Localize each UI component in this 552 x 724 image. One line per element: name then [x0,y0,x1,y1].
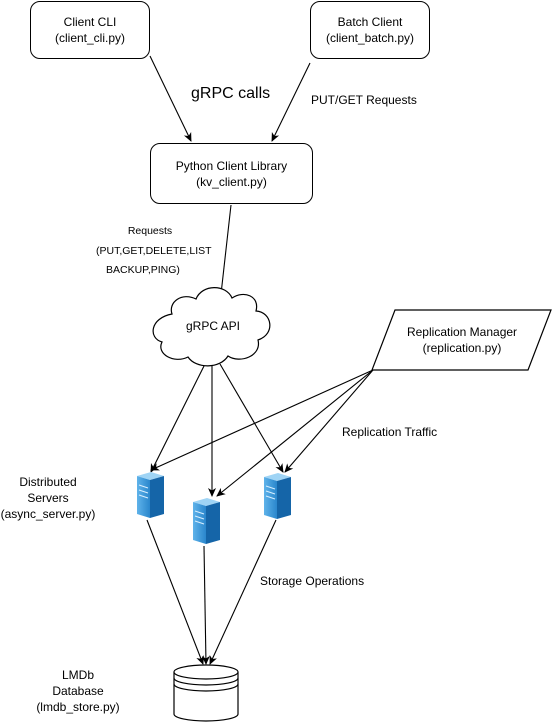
client-library-box: Python Client Library (kv_client.py) [150,143,313,204]
edge-cli-to-library [149,55,192,142]
client-library-file: (kv_client.py) [196,174,267,189]
edge-replication-to-server1 [150,369,374,471]
client-cli-file: (client_cli.py) [54,31,126,45]
replication-manager-shape [371,309,552,371]
edge-server1-to-database [146,519,204,665]
edge-server3-to-database [209,519,277,665]
batch-client-box: Batch Client (client_batch.py) [310,1,430,59]
database-label: LMDb Database (lmdb_store.py) [28,667,128,715]
batch-client-file: (client_batch.py) [325,31,415,45]
grpc-calls-label: gRPC calls [191,85,271,102]
replication-manager-title: Replication Manager [406,325,518,339]
edge-server2-to-database [201,545,210,665]
put-get-requests-label: PUT/GET Requests [311,93,417,107]
client-cli-box: Client CLI (client_cli.py) [30,1,150,59]
database-cylinder-icon [173,664,239,722]
servers-label: Distributed Servers (async_server.py) [0,474,96,522]
requests-title-label: Requests [127,225,173,237]
storage-operations-label: Storage Operations [260,574,365,588]
server-icon [193,498,220,544]
edge-replication-to-server3 [284,369,374,473]
batch-client-title: Batch Client [337,15,403,29]
requests-line2-label: BACKUP,PING) [106,264,180,276]
servers-label-line3: (async_server.py) [0,507,96,521]
replication-manager-file: (replication.py) [422,341,502,355]
server-icon [264,473,291,519]
server-icon [137,472,164,518]
edge-library-to-grpc [216,204,232,304]
grpc-api-cloud-shape [152,287,271,367]
database-label-line1: LMDb [61,668,94,682]
grpc-api-label: gRPC API [185,319,241,333]
replication-traffic-label: Replication Traffic [342,425,438,439]
edge-grpc-to-server1 [150,363,206,473]
client-cli-title: Client CLI [63,15,117,29]
database-label-line2: Database [52,684,104,698]
requests-line1-label: (PUT,GET,DELETE,LIST [96,245,212,257]
servers-label-line1: Distributed [19,475,77,489]
edge-replication-to-server2 [216,369,374,497]
servers-label-line2: Servers [27,491,69,505]
database-label-line3: (lmdb_store.py) [36,700,120,714]
edges [146,55,374,665]
edge-grpc-to-server3 [219,363,284,473]
client-library-title: Python Client Library [175,158,288,173]
edge-batch-to-library [271,62,311,142]
